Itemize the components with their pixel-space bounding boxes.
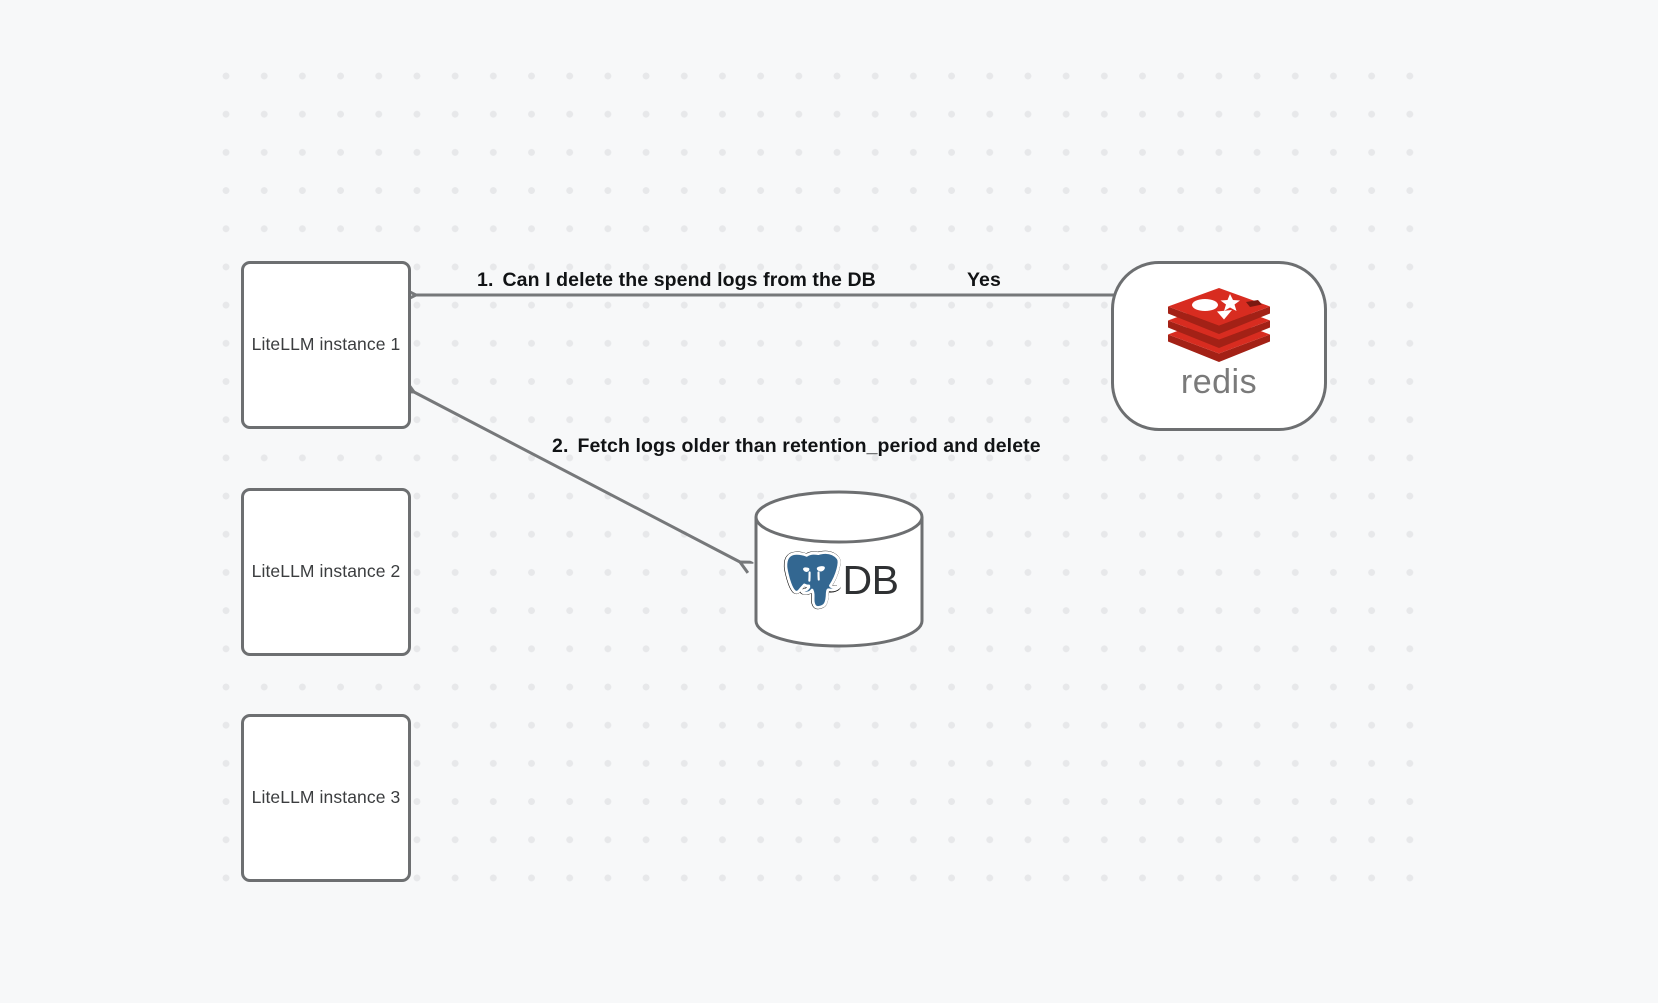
svg-text:redis: redis [1181,363,1257,401]
db-label: DB [842,556,899,603]
edge-1-text: Can I delete the spend logs from the DB [502,269,876,291]
edge-1-step: 1. [477,269,494,291]
node-redis[interactable]: redis [1111,261,1327,431]
node-litellm-instance-1[interactable]: LiteLLM instance 1 [241,261,411,429]
edge-2-text: Fetch logs older than retention_period a… [577,435,1041,457]
edge-2-label: 2. Fetch logs older than retention_period… [552,435,1041,458]
db-node-content: DB [753,490,925,648]
redis-wordmark: redis [1181,363,1257,401]
edge-2-step: 2. [552,435,569,457]
redis-logo: redis [1160,288,1278,404]
edge-db-litellm1 [414,392,740,562]
edge-1-secondary-label: Yes [967,269,1001,291]
edge-1-label: 1. Can I delete the spend logs from the D… [477,269,876,292]
node-litellm-instance-2[interactable]: LiteLLM instance 2 [241,488,411,656]
node-db[interactable]: DB [753,490,925,648]
node-litellm-instance-1-label: LiteLLM instance 1 [251,334,401,355]
redis-logo-icon [1168,288,1270,362]
node-litellm-instance-3-label: LiteLLM instance 3 [251,787,401,808]
postgresql-elephant-icon [783,550,841,610]
node-litellm-instance-3[interactable]: LiteLLM instance 3 [241,714,411,882]
db-cylinder-shape [754,490,924,648]
node-litellm-instance-2-label: LiteLLM instance 2 [251,561,401,582]
